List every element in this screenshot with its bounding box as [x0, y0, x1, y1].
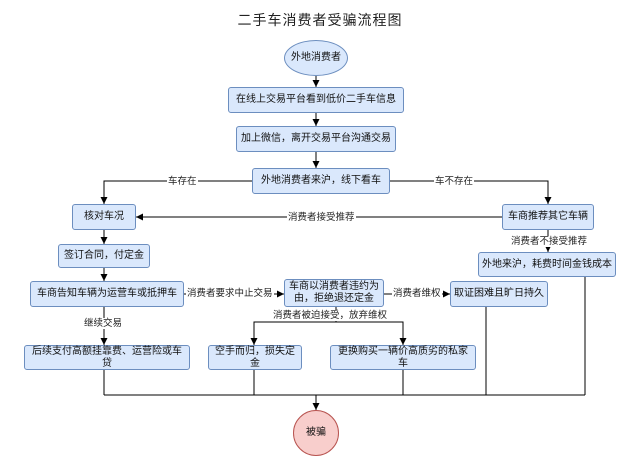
node-sign: 签订合同，付定金: [58, 244, 150, 268]
node-see-info: 在线上交易平台看到低价二手车信息: [228, 87, 404, 113]
edge-label-accept-recommend: 消费者接受推荐: [287, 212, 356, 223]
node-pay-fees: 后续支付高额挂靠费、运营险或车贷: [24, 345, 190, 370]
node-lose-deposit: 空手而归，损失定金: [208, 345, 302, 370]
edge-label-not-accept: 消费者不接受推荐: [510, 236, 589, 247]
node-wechat-label: 加上微信，离开交易平台沟通交易: [241, 133, 391, 144]
node-inform: 车商告知车辆为运营车或抵押车: [30, 281, 184, 307]
node-lose-deposit-label: 空手而归，损失定金: [215, 345, 295, 369]
edge-breach-buy: [336, 321, 404, 345]
node-evidence: 取证困难且旷日持久: [450, 281, 548, 307]
node-buy-bad: 更换购买一辆价高质劣的私家车: [330, 345, 476, 370]
node-come-cost: 外地来沪，耗费时间金钱成本: [478, 252, 616, 277]
node-recommend-label: 车商推荐其它车辆: [508, 211, 588, 222]
node-end: 被骗: [293, 410, 339, 456]
edge-label-defend-rights: 消费者维权: [392, 288, 442, 299]
node-come-cost-label: 外地来沪，耗费时间金钱成本: [482, 258, 612, 270]
edge-visit-check: [100, 180, 252, 204]
node-see-info-label: 在线上交易平台看到低价二手车信息: [236, 94, 396, 105]
node-visit-label: 外地消费者来沪，线下看车: [261, 175, 381, 186]
node-wechat: 加上微信，离开交易平台沟通交易: [236, 126, 396, 152]
node-breach-label-1: 车商以消费者违约为: [289, 281, 379, 292]
node-inform-label: 车商告知车辆为运营车或抵押车: [37, 288, 177, 299]
node-pay-fees-label: 后续支付高额挂靠费、运营险或车贷: [32, 345, 182, 369]
node-breach-label-2: 由，拒绝退还定金: [294, 293, 374, 304]
node-sign-label: 签订合同，付定金: [64, 250, 144, 261]
edge-label-forced-accept: 消费者被迫接受，放弃维权: [272, 310, 389, 321]
node-check-car: 核对车况: [72, 204, 136, 230]
edge-label-car-not-exists: 车不存在: [434, 176, 475, 187]
diagram-title: 二手车消费者受骗流程图: [237, 13, 403, 29]
node-start-label: 外地消费者: [291, 52, 341, 63]
node-breach: 车商以消费者违约为 由，拒绝退还定金: [284, 279, 384, 307]
edge-label-request-cancel: 消费者要求中止交易: [186, 288, 274, 299]
node-check-car-label: 核对车况: [84, 211, 124, 222]
node-visit: 外地消费者来沪，线下看车: [252, 168, 390, 194]
node-buy-bad-label: 更换购买一辆价高质劣的私家车: [338, 345, 468, 369]
edge-label-car-exists: 车存在: [167, 176, 198, 187]
node-end-label: 被骗: [306, 427, 326, 438]
node-start: 外地消费者: [284, 40, 348, 76]
edge-label-continue-trade: 继续交易: [83, 318, 124, 329]
node-evidence-label: 取证困难且旷日持久: [454, 288, 544, 299]
node-recommend: 车商推荐其它车辆: [502, 204, 594, 230]
